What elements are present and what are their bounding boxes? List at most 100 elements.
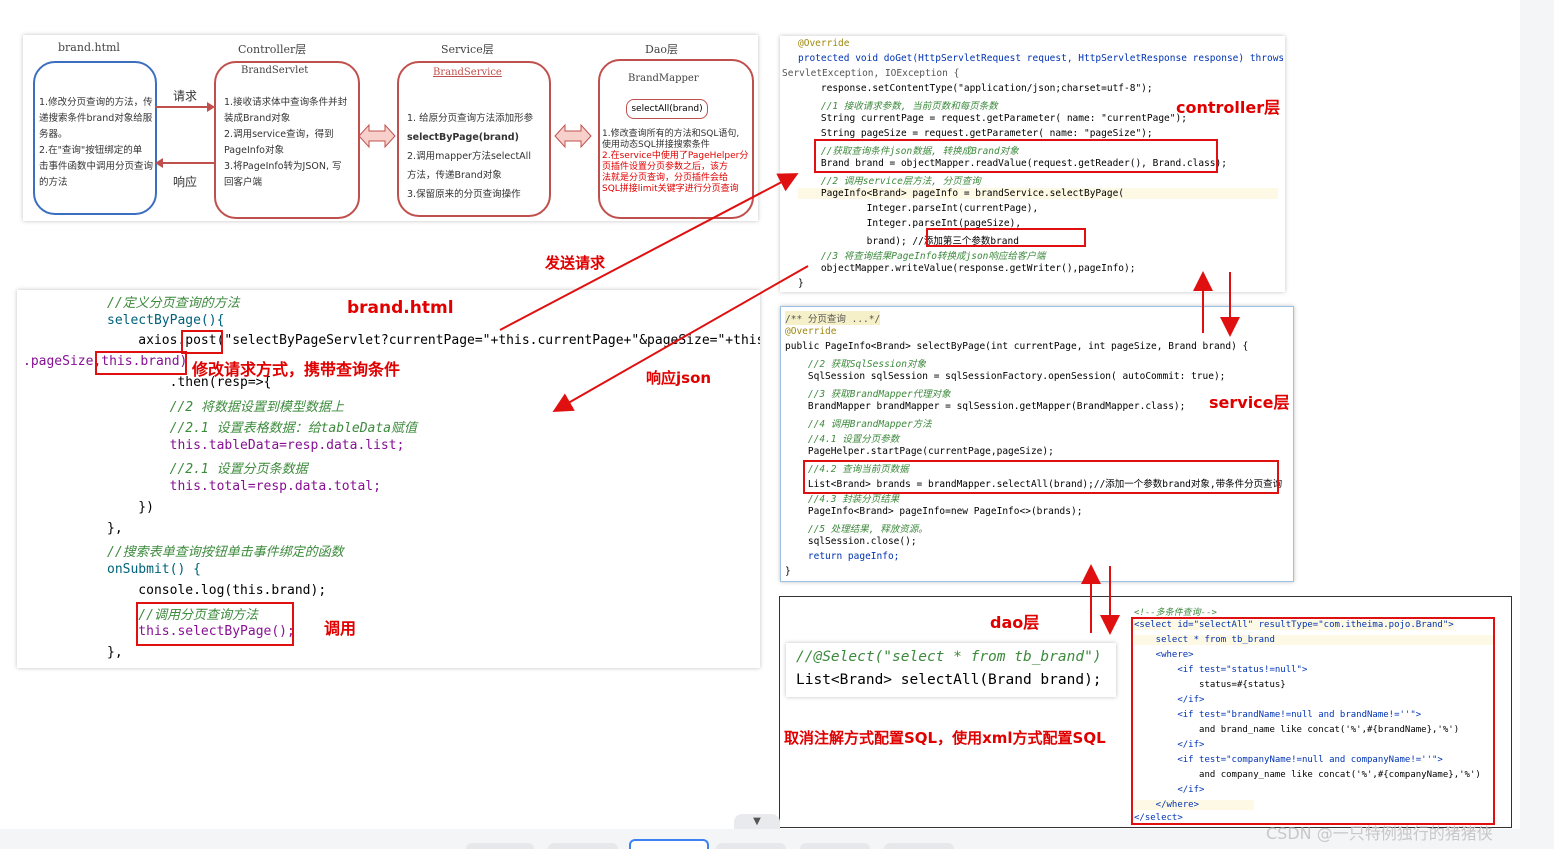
code-line: //2.1 设置表格数据：给tableData赋值 (107, 421, 418, 436)
code-line: //5 处理结果, 释放资源。 (785, 524, 928, 535)
code-line: this.total=resp.data.total; (107, 479, 381, 494)
call-label: 调用 (324, 619, 357, 638)
layer-title-service: Service层 (441, 43, 494, 56)
dao-panel: dao层 //@Select("select * from tb_brand")… (779, 596, 1512, 828)
code-line: //4.3 封装分页结果 (785, 494, 900, 505)
layer-title-dao: Dao层 (645, 43, 678, 56)
layer-title-html: brand.html (58, 41, 120, 54)
code-line: BrandMapper brandMapper = sqlSession.get… (785, 401, 1186, 412)
code-line: List<Brand> brands = brandMapper.selectA… (785, 479, 1283, 490)
code-line: //2 调用service层方法, 分页查询 (798, 176, 981, 187)
code-line: select * from tb_brand (1134, 635, 1494, 645)
modify-request-label: 修改请求方式，携带查询条件 (192, 360, 401, 379)
html-box: 1.修改分页查询的方法，传递搜索条件brand对象给服务器。2.在"查询"按钮绑… (33, 61, 157, 215)
code-line: } (798, 278, 804, 289)
watermark: CSDN @一只特例独行的猪猪侠 (1266, 824, 1493, 843)
code-line: @Override (785, 326, 837, 337)
code-line: objectMapper.writeValue(response.getWrit… (798, 263, 1136, 274)
code-line: public PageInfo<Brand> selectByPage(int … (785, 341, 1249, 352)
code-line: console.log(this.brand); (107, 583, 327, 598)
call-highlight (136, 602, 294, 646)
code-line: //1 接收请求参数, 当前页数和每页条数 (798, 101, 998, 112)
code-line: /** 分页查询 ...*/ (785, 311, 881, 325)
chevron-down-icon[interactable]: ▼ (734, 814, 780, 830)
service-code-panel: /** 分页查询 ...*/ @Override public PageInfo… (780, 306, 1294, 582)
service-sub: BrandService (433, 67, 502, 78)
tab-thumb[interactable] (884, 843, 954, 849)
code-line: PageInfo<Brand> pageInfo = brandService.… (798, 188, 1278, 199)
brand-html-label: brand.html (347, 298, 454, 318)
code-line: this.selectByPage(); (107, 624, 295, 639)
code-line: response.setContentType("application/jso… (798, 83, 1153, 94)
code-line: protected void doGet(HttpServletRequest … (798, 53, 1285, 64)
tab-thumb[interactable] (548, 843, 618, 849)
code-line: </if> (1134, 785, 1205, 795)
code-line: SqlSession sqlSession = sqlSessionFactor… (785, 371, 1226, 382)
code-line: return pageInfo; (785, 551, 900, 562)
code-line: String currentPage = request.getParamete… (798, 113, 1187, 124)
code-line: PageInfo<Brand> pageInfo=new PageInfo<>(… (785, 506, 1083, 517)
brand-arg-highlight (926, 228, 1086, 247)
code-line: <if test="companyName!=null and companyN… (1134, 755, 1443, 765)
code-line: <where> (1134, 650, 1194, 660)
tab-thumb-active[interactable] (629, 839, 709, 849)
code-line: axios.post("selectByPageServlet?currentP… (107, 333, 760, 348)
code-line: List<Brand> selectAll(Brand brand); (796, 672, 1102, 688)
code-line: </select> (1134, 813, 1183, 823)
tab-thumb[interactable] (800, 843, 870, 849)
code-line: }, (107, 521, 123, 536)
code-line: <if test="status!=null"> (1134, 665, 1308, 675)
service-label: service层 (1209, 393, 1290, 412)
code-line: //3 获取BrandMapper代理对象 (785, 389, 951, 400)
code-line: //搜索表单查询按钮单击事件绑定的函数 (107, 545, 344, 560)
code-line: </if> (1134, 740, 1205, 750)
code-line: //4 调用BrandMapper方法 (785, 419, 932, 430)
request-response-arrows (155, 102, 215, 168)
dao-annotation-code: //@Select("select * from tb_brand") List… (786, 643, 1116, 697)
request-label: 请求 (173, 89, 198, 103)
xml-select-highlight (1131, 617, 1495, 825)
code-line: ServletException, IOException { (782, 68, 960, 79)
code-line: </if> (1134, 695, 1205, 705)
response-label: 响应 (173, 175, 198, 189)
code-line: selectByPage(){ (107, 313, 225, 328)
code-line: and brand_name like concat('%',#{brandNa… (1134, 725, 1460, 735)
code-line: and company_name like concat('%',#{compa… (1134, 770, 1481, 780)
code-line: }) (107, 500, 154, 515)
dao-box-text: 1.修改查询所有的方法和SQL语句,使用动态SQL拼接搜索条件 2.在servi… (602, 129, 749, 194)
html-box-text: 1.修改分页查询的方法，传递搜索条件brand对象给服务器。2.在"查询"按钮绑… (39, 97, 154, 188)
controller-code-panel: @Override protected void doGet(HttpServl… (780, 36, 1285, 292)
code-line: String pageSize = request.getParameter( … (798, 128, 1153, 139)
code-line: Integer.parseInt(currentPage), (798, 203, 1039, 214)
code-line: }, (107, 645, 123, 660)
code-line: //4.1 设置分页参数 (785, 434, 900, 445)
code-line: <if test="brandName!=null and brandName!… (1134, 710, 1422, 720)
controller-label: controller层 (1176, 98, 1281, 117)
code-line: //2 获取SqlSession对象 (785, 359, 926, 370)
tab-thumb[interactable] (466, 843, 534, 849)
code-line: } (785, 566, 791, 577)
code-line: brand); //添加第三个参数brand (798, 236, 1019, 247)
selectall-highlight (803, 460, 1279, 494)
code-line: this.tableData=resp.data.list; (107, 438, 405, 453)
frontend-code-panel: //定义分页查询的方法 selectByPage(){ axios.post("… (17, 290, 760, 668)
code-line: <select id="selectAll" resultType="com.i… (1134, 620, 1454, 630)
xml-code-panel: <!--多条件查询--> <select id="selectAll" resu… (1130, 599, 1510, 825)
code-line: <!--多条件查询--> (1134, 608, 1217, 618)
controller-sub: BrandServlet (241, 65, 309, 76)
code-line: Integer.parseInt(pageSize), (798, 218, 1022, 229)
tab-thumb[interactable] (716, 843, 786, 849)
code-line: PageHelper.startPage(currentPage,pageSiz… (785, 446, 1054, 457)
code-line: onSubmit() { (107, 562, 201, 577)
dao-label: dao层 (990, 613, 1040, 632)
code-line: //获取查询条件json数据, 转换成Brand对象 (798, 146, 1019, 157)
code-line: .pageSize,this.brand) (23, 354, 188, 369)
code-line: //2.1 设置分页条数据 (107, 462, 308, 477)
code-line: </where> (1134, 800, 1254, 810)
code-line: //调用分页查询方法 (107, 608, 258, 623)
